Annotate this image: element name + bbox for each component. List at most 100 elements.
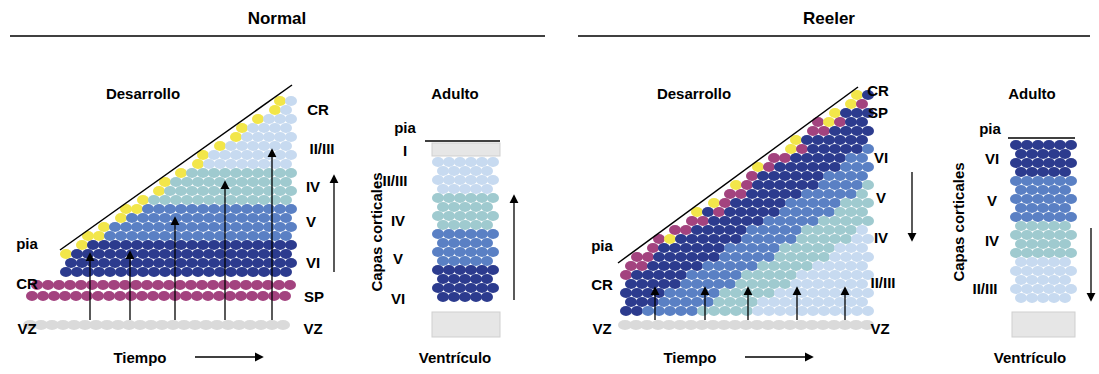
cell-dot xyxy=(247,123,259,133)
cell-dot xyxy=(470,238,482,248)
cell-dot xyxy=(675,252,687,262)
cell-dot xyxy=(115,267,127,277)
cell-dot xyxy=(247,159,259,169)
cell-dot xyxy=(269,249,281,259)
cell-dot xyxy=(236,123,248,133)
cell-dot xyxy=(252,114,264,124)
cell-dot xyxy=(862,162,874,172)
cell-dot xyxy=(448,184,460,194)
cell-dot xyxy=(276,320,290,330)
cell-dot xyxy=(757,207,769,217)
cell-dot xyxy=(247,267,259,277)
cell-dot xyxy=(647,297,659,307)
axis-label: Capas corticales xyxy=(369,172,384,291)
cell-dot xyxy=(285,258,297,268)
cell-dot xyxy=(856,171,868,181)
cell-dot xyxy=(774,162,786,172)
cell-dot xyxy=(75,280,87,290)
cell-dot xyxy=(768,279,780,289)
cell-dot xyxy=(801,243,813,253)
cell-dot xyxy=(669,279,681,289)
cell-dot xyxy=(241,258,253,268)
cell-dot xyxy=(86,280,98,290)
cell-dot xyxy=(785,234,797,244)
cell-dot xyxy=(741,234,753,244)
cell-dot xyxy=(1032,284,1044,294)
cell-dot xyxy=(487,175,499,185)
cell-dot xyxy=(763,234,775,244)
cell-dot xyxy=(1026,221,1038,231)
cell-dot xyxy=(241,204,253,214)
cell-dot xyxy=(845,225,857,235)
cell-dot xyxy=(834,261,846,271)
cell-dot xyxy=(752,306,764,316)
cell-dot xyxy=(241,150,253,160)
cell-dot xyxy=(1037,275,1049,285)
cell-dot xyxy=(437,166,449,176)
cell-dot xyxy=(763,252,775,262)
cell-dot xyxy=(1037,293,1049,303)
cell-dot xyxy=(269,141,281,151)
cell-dot xyxy=(280,231,292,241)
cell-dot xyxy=(448,238,460,248)
cell-dot xyxy=(186,258,198,268)
cell-dot xyxy=(136,291,148,301)
cell-dot xyxy=(42,280,54,290)
cell-dot xyxy=(241,168,253,178)
cell-dot xyxy=(263,114,275,124)
cell-dot xyxy=(829,270,841,280)
cell-dot xyxy=(459,220,471,230)
cell-dot xyxy=(845,189,857,199)
cell-dot xyxy=(285,240,297,250)
layer-label: VZ xyxy=(303,321,322,336)
cell-dot xyxy=(856,261,868,271)
cell-dot xyxy=(142,222,154,232)
cell-dot xyxy=(625,261,637,271)
cell-dot xyxy=(807,126,819,136)
cell-dot xyxy=(180,291,192,301)
cell-dot xyxy=(37,291,49,301)
cell-dot xyxy=(768,225,780,235)
cell-dot xyxy=(181,249,193,259)
cell-dot xyxy=(148,249,160,259)
cell-dot xyxy=(192,195,204,205)
cell-dot xyxy=(137,195,149,205)
cell-dot xyxy=(252,186,264,196)
cell-dot xyxy=(476,175,488,185)
migration-arrow xyxy=(174,218,175,320)
cell-dot xyxy=(230,186,242,196)
cell-dot xyxy=(796,306,808,316)
cell-dot xyxy=(840,306,852,316)
cell-dot xyxy=(214,213,226,223)
cell-dot xyxy=(823,261,835,271)
cell-dot xyxy=(790,153,802,163)
cell-dot xyxy=(807,270,819,280)
cell-dot xyxy=(686,270,698,280)
cell-dot xyxy=(801,189,813,199)
cell-dot xyxy=(801,171,813,181)
cell-dot xyxy=(192,177,204,187)
cell-dot xyxy=(829,126,841,136)
cell-dot xyxy=(840,288,852,298)
cell-dot xyxy=(713,207,725,217)
cell-dot xyxy=(1010,194,1022,204)
cell-dot xyxy=(241,186,253,196)
cell-dot xyxy=(70,291,82,301)
cell-dot xyxy=(1032,194,1044,204)
cell-dot xyxy=(225,177,237,187)
cell-dot xyxy=(181,267,193,277)
cell-dot xyxy=(680,243,692,253)
cell-dot xyxy=(181,231,193,241)
cell-dot xyxy=(263,150,275,160)
migration-arrow xyxy=(704,288,705,320)
cell-dot xyxy=(208,240,220,250)
cell-dot xyxy=(796,216,808,226)
axis-label: Ventrículo xyxy=(994,350,1067,365)
cell-dot xyxy=(675,234,687,244)
cell-dot xyxy=(443,175,455,185)
cell-dot xyxy=(691,243,703,253)
cell-dot xyxy=(752,270,764,280)
cell-dot xyxy=(214,159,226,169)
cell-dot xyxy=(263,186,275,196)
cell-dot xyxy=(658,261,670,271)
